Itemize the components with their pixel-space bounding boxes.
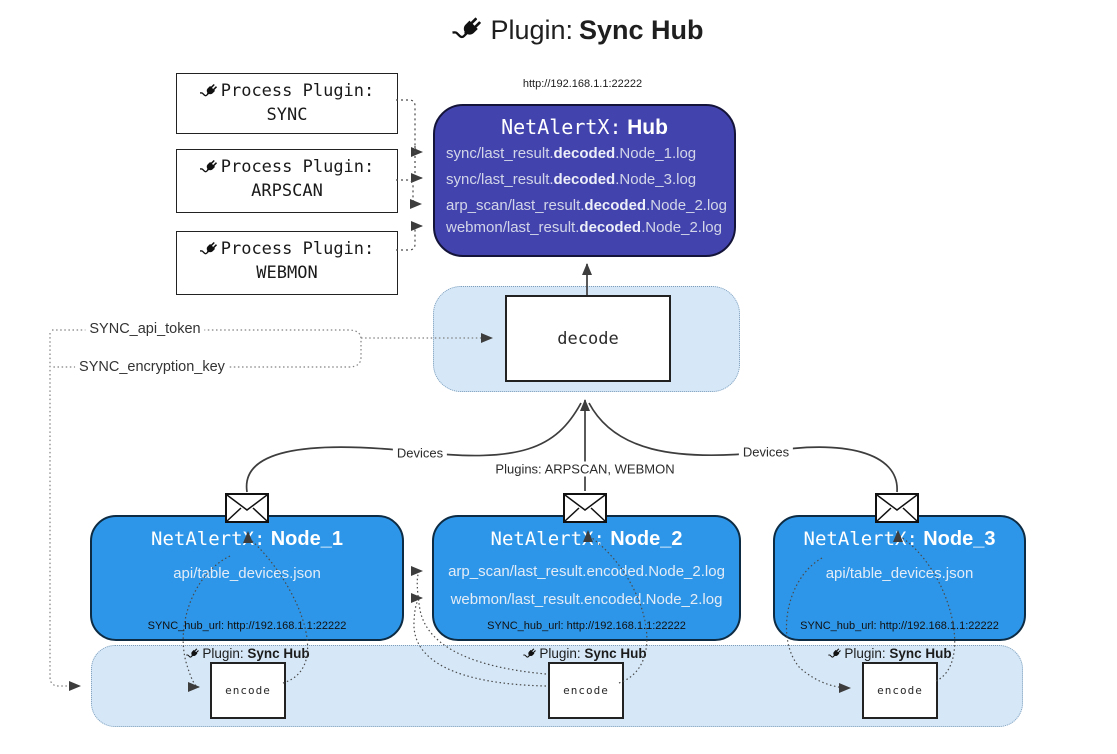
plug-icon [199,159,217,172]
envelope-icon [225,493,269,523]
process-plugin-label: Process Plugin: [220,239,375,259]
node-title: NetAlertX: Node_2 [490,528,683,550]
config-label-encryption-key: SYNC_encryption_key [75,359,229,375]
plug-icon [523,647,536,658]
hub-title-name: Hub [627,116,668,139]
node-box-node-1: NetAlertX: Node_1 api/table_devices.json… [90,515,404,641]
node-file: api/table_devices.json [173,565,321,582]
process-plugin-name: WEBMON [256,263,318,283]
node-hub-url: SYNC_hub_url: http://192.168.1.1:22222 [147,620,347,632]
encode-box: encode [548,662,624,719]
process-plugin-box-sync: Process Plugin: SYNC [176,73,398,134]
process-plugin-box-webmon: Process Plugin: WEBMON [176,231,398,295]
process-plugin-name: ARPSCAN [251,181,323,201]
hub-log-line: sync/last_result.decoded.Node_1.log [446,145,697,162]
node-box-node-3: NetAlertX: Node_3 api/table_devices.json… [773,515,1026,641]
process-plugin-label: Process Plugin: [220,81,375,101]
plug-icon [199,83,217,96]
hub-url-label: http://192.168.1.1:22222 [522,78,643,90]
strip-plugin-label: Plugin: Sync Hub [828,646,952,661]
process-plugin-box-arpscan: Process Plugin: ARPSCAN [176,149,398,213]
plug-icon [186,647,199,658]
edge-label-devices-left: Devices [392,445,448,461]
node-file: api/table_devices.json [825,565,974,582]
hub-log-line: arp_scan/last_result.decoded.Node_2.log [446,197,727,214]
config-label-api-token: SYNC_api_token [85,321,205,337]
strip-plugin-label: Plugin: Sync Hub [523,646,647,661]
node-title: NetAlertX: Node_3 [803,528,996,550]
hub-title: NetAlertX: Hub [435,115,734,140]
hub-title-prefix: NetAlertX: [501,115,622,139]
node-file: webmon/last_result.encoded.Node_2.log [450,591,723,608]
node-hub-url: SYNC_hub_url: http://192.168.1.1:22222 [487,620,686,632]
node-title: NetAlertX: Node_1 [151,528,343,550]
page-title: Plugin: Sync Hub [452,14,704,46]
process-plugin-name: SYNC [266,105,308,125]
hub-log-line: webmon/last_result.decoded.Node_2.log [446,219,722,236]
hub-log-line: sync/last_result.decoded.Node_3.log [446,171,697,188]
envelope-icon [875,493,919,523]
envelope-icon [563,493,607,523]
title-prefix: Plugin: [490,14,574,45]
plug-icon [452,17,481,39]
strip-plugin-label: Plugin: Sync Hub [186,646,310,661]
plug-icon [828,647,841,658]
edge-label-plugins: Plugins: ARPSCAN, WEBMON [491,461,679,477]
edge-label-devices-right: Devices [738,444,794,460]
node-file: arp_scan/last_result.encoded.Node_2.log [448,563,725,580]
hub-box: NetAlertX: Hub sync/last_result.decoded.… [433,104,736,257]
decode-box: decode [505,295,671,382]
encode-box: encode [862,662,938,719]
encode-box: encode [210,662,286,719]
title-name: Sync Hub [579,14,704,45]
node-box-node-2: NetAlertX: Node_2 arp_scan/last_result.e… [432,515,741,641]
node-hub-url: SYNC_hub_url: http://192.168.1.1:22222 [800,620,999,632]
process-plugin-label: Process Plugin: [220,157,375,177]
plug-icon [199,241,217,254]
